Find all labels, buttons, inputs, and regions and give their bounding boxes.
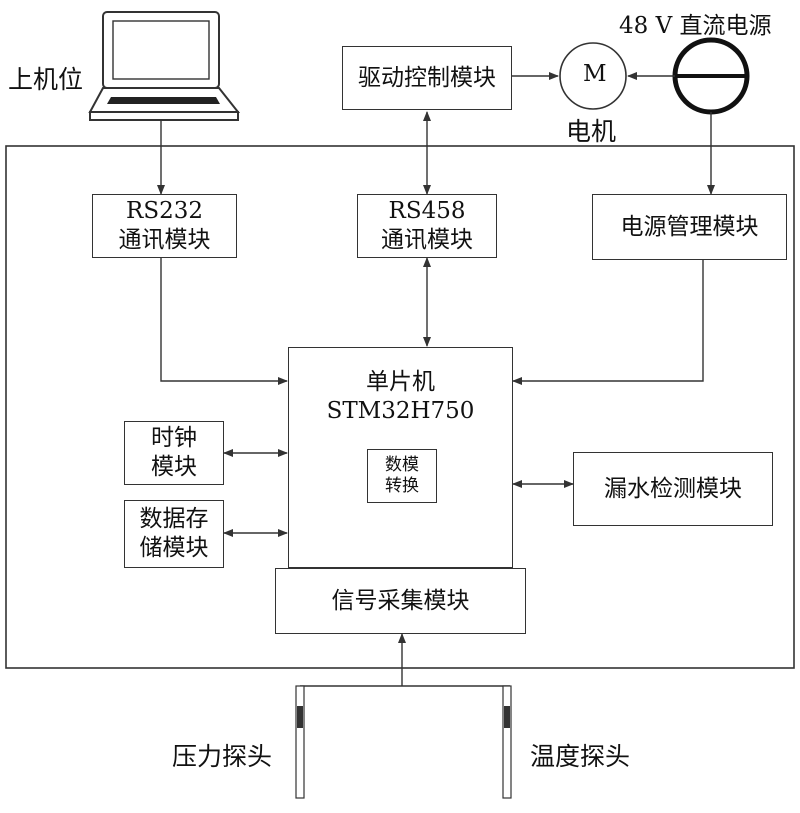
link-powermgmt-mcu xyxy=(512,260,704,385)
signal-acquisition-label: 信号采集模块 xyxy=(331,587,470,614)
storage-title: 数据存 xyxy=(139,506,209,533)
power-management-label: 电源管理模块 xyxy=(620,213,759,240)
mcu-title: 单片机 xyxy=(366,369,435,395)
power-management-module: 电源管理模块 xyxy=(592,194,787,260)
link-rs232-mcu xyxy=(160,258,288,385)
temperature-probe-icon xyxy=(502,685,512,799)
clock-subtitle: 模块 xyxy=(151,454,197,480)
rs232-module: RS232 通讯模块 xyxy=(92,194,237,258)
rs232-title: RS232 xyxy=(126,198,203,225)
drive-control-label: 驱动控制模块 xyxy=(358,64,496,91)
host-label: 上机位 xyxy=(8,65,84,94)
clock-title: 时钟 xyxy=(151,425,197,452)
temperature-probe-label: 温度探头 xyxy=(530,742,631,771)
adc-subtitle: 转换 xyxy=(385,476,419,496)
mcu-model: STM32H750 xyxy=(326,397,475,424)
system-enclosure xyxy=(5,145,795,669)
adc-title: 数模 xyxy=(385,454,419,475)
storage-module: 数据存 储模块 xyxy=(124,500,224,568)
rs232-subtitle: 通讯模块 xyxy=(118,227,211,253)
motor-symbol: M xyxy=(583,61,607,87)
clock-module: 时钟 模块 xyxy=(124,421,224,485)
adc-module: 数模 转换 xyxy=(367,449,437,503)
drive-control-module: 驱动控制模块 xyxy=(342,46,512,110)
rs458-title: RS458 xyxy=(388,198,466,225)
leak-detection-module: 漏水检测模块 xyxy=(573,452,773,526)
laptop-icon xyxy=(88,11,241,121)
motor-label: 电机 xyxy=(566,117,617,146)
signal-acquisition-module: 信号采集模块 xyxy=(275,568,526,634)
power-source-label: 48 V 直流电源 xyxy=(619,13,772,39)
motor-icon xyxy=(559,42,627,110)
rs458-module: RS458 通讯模块 xyxy=(357,194,497,258)
leak-detection-label: 漏水检测模块 xyxy=(604,475,742,502)
rs458-subtitle: 通讯模块 xyxy=(381,227,473,253)
pressure-probe-icon xyxy=(295,685,305,799)
dc-power-source-icon xyxy=(672,37,750,115)
storage-subtitle: 储模块 xyxy=(139,535,209,561)
pressure-probe-label: 压力探头 xyxy=(172,742,273,771)
